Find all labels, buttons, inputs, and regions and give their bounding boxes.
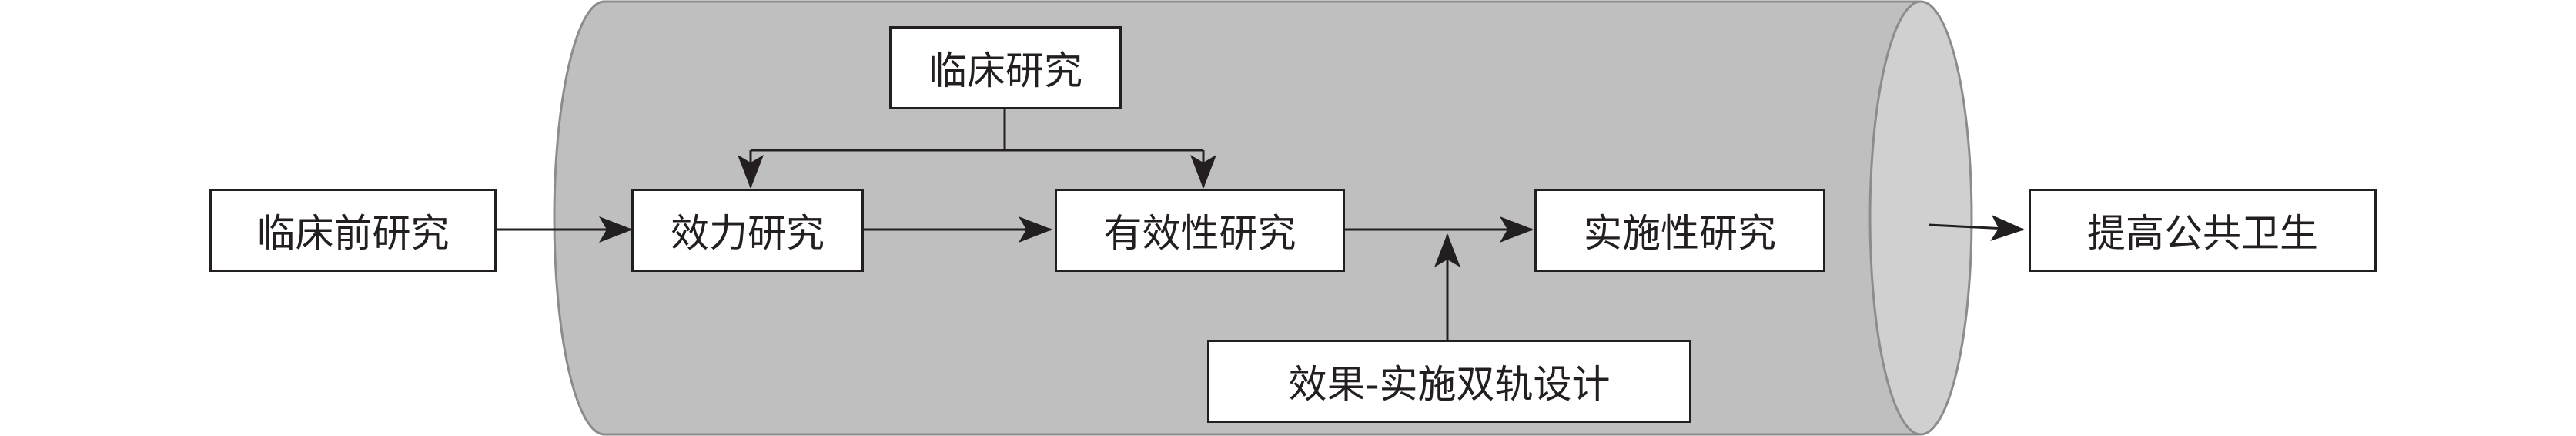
node-preclinical-research: 临床前研究: [209, 189, 497, 272]
node-clinical-research: 临床研究: [889, 26, 1122, 109]
node-effectiveness-research: 有效性研究: [1055, 189, 1345, 272]
node-efficacy-research: 效力研究: [631, 189, 864, 272]
node-improve-public-health: 提高公共卫生: [2029, 189, 2377, 272]
pipeline-cylinder-end: [1868, 0, 1973, 436]
node-implementation-research: 实施性研究: [1534, 189, 1825, 272]
node-hybrid-design: 效果-实施双轨设计: [1207, 340, 1691, 423]
arrow-pipeline-to-public-health: [1928, 214, 2025, 241]
